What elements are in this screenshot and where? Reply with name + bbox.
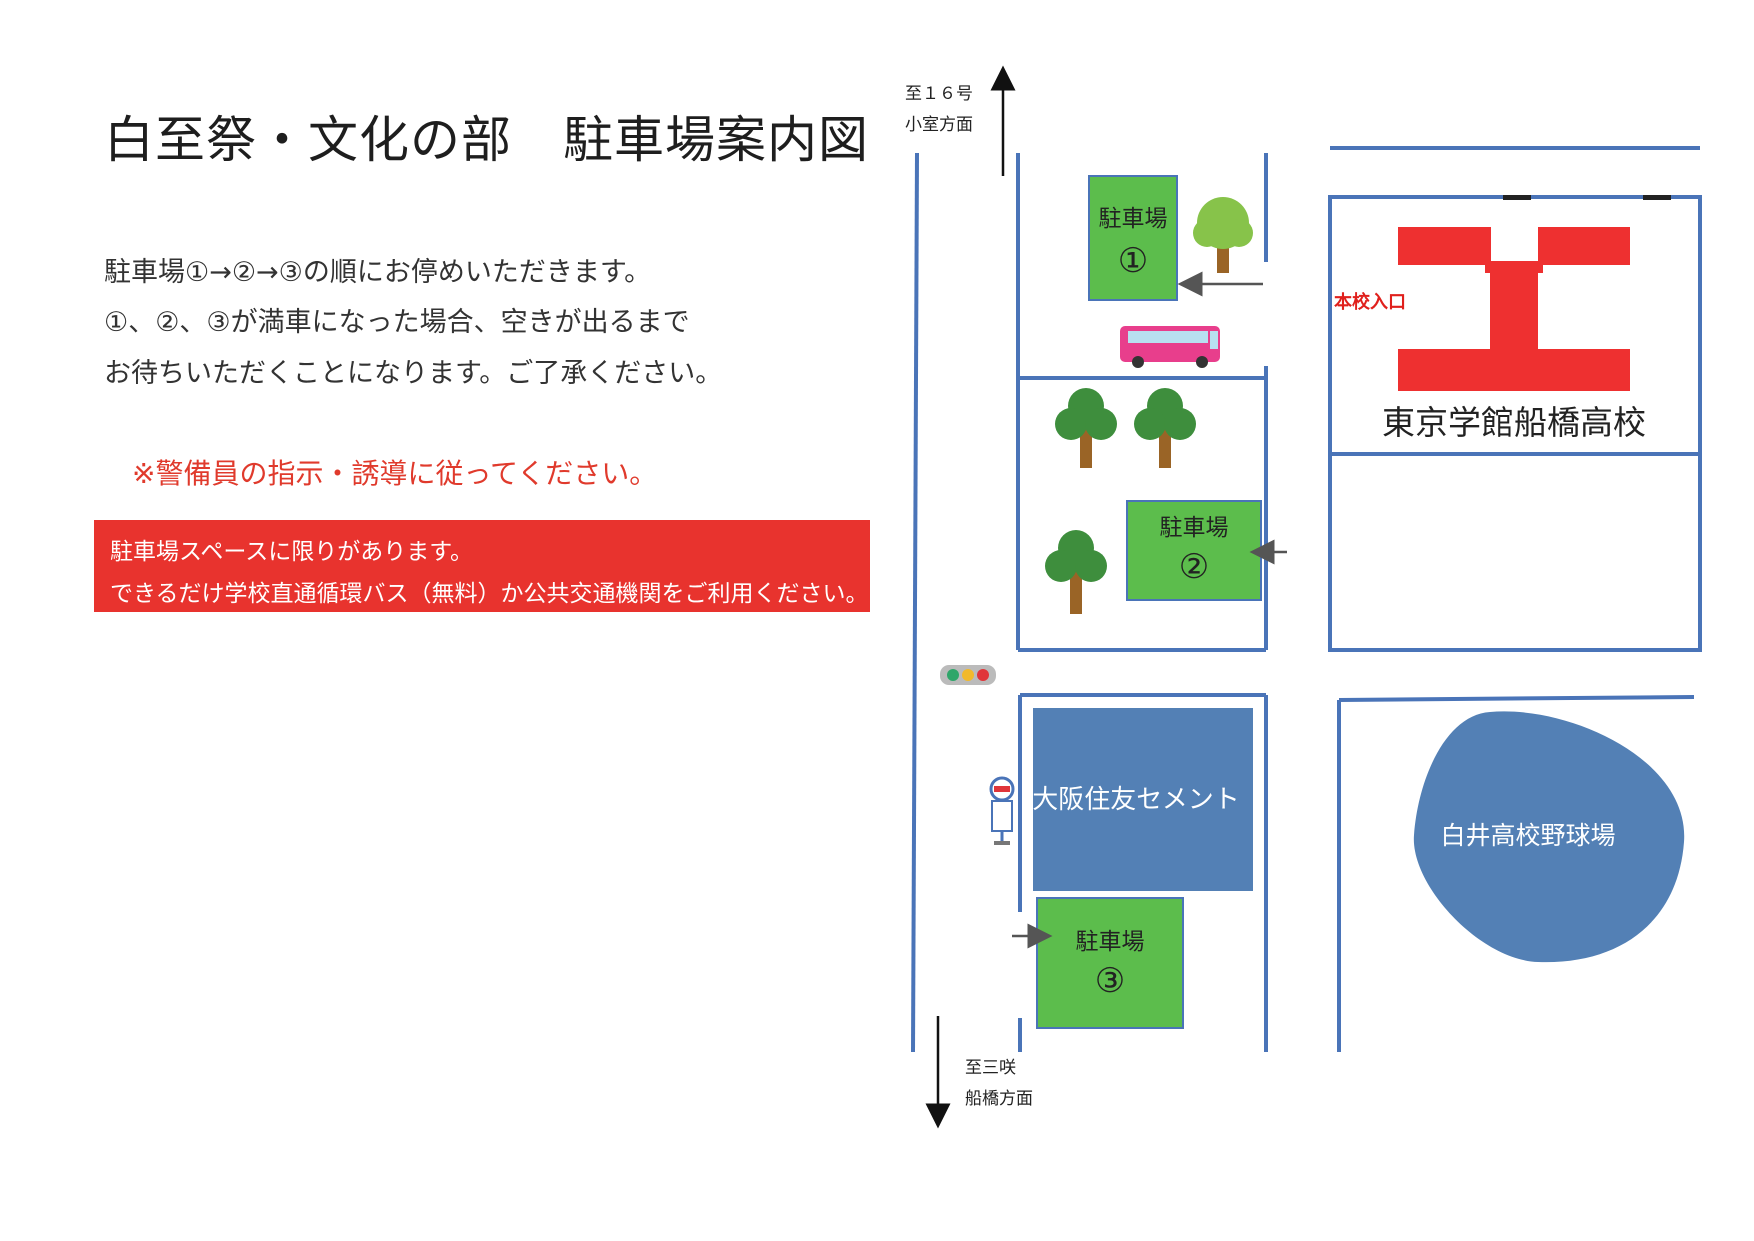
parking-1-number: ① xyxy=(1118,241,1148,281)
baseball-label: 白井高校野球場 xyxy=(1440,821,1615,850)
south-direction-2: 船橋方面 xyxy=(965,1089,1033,1109)
bus-icon xyxy=(1120,326,1220,368)
bus-stop-icon xyxy=(989,776,1015,845)
banner-line-1: 駐車場スペースに限りがあります。 xyxy=(110,539,473,565)
banner-line-2: できるだけ学校直通循環バス（無料）か公共交通機関をご利用ください。 xyxy=(110,581,869,607)
parking-2-number: ② xyxy=(1179,547,1209,587)
parking-lot-2: 駐車場 ② xyxy=(1126,500,1262,601)
notice-banner: 駐車場スペースに限りがあります。 できるだけ学校直通循環バス（無料）か公共交通機… xyxy=(94,520,870,612)
south-direction-1: 至三咲 xyxy=(965,1058,1016,1078)
gate-mark xyxy=(1643,195,1671,200)
parking-lot-1: 駐車場 ① xyxy=(1088,175,1178,301)
traffic-light-icon xyxy=(940,665,996,685)
parking-2-label: 駐車場 xyxy=(1160,515,1229,541)
north-direction-2: 小室方面 xyxy=(905,115,973,135)
tree-icon xyxy=(1045,530,1107,614)
cement-plant: 大阪住友セメント xyxy=(1032,708,1253,891)
tree-icon xyxy=(1055,388,1117,468)
instruction-line-2: ①、②、③が満車になった場合、空きが出るまで xyxy=(104,307,690,338)
tree-icon xyxy=(1193,197,1253,273)
tree-icon xyxy=(1134,388,1196,468)
school-building xyxy=(1398,227,1630,391)
page-title: 白至祭・文化の部 駐車場案内図 xyxy=(104,111,869,169)
road-lines xyxy=(911,146,1702,1053)
instruction-line-3: お待ちいただくことになります。ご了承ください。 xyxy=(104,358,723,389)
parking-1-label: 駐車場 xyxy=(1099,206,1168,232)
parking-3-number: ③ xyxy=(1095,961,1125,1001)
gate-mark xyxy=(1503,195,1531,200)
school-name: 東京学館船橋高校 xyxy=(1382,403,1646,442)
baseball-field: 白井高校野球場 xyxy=(1413,711,1685,963)
parking-lot-3: 駐車場 ③ xyxy=(1036,897,1184,1029)
guard-warning: ※警備員の指示・誘導に従ってください。 xyxy=(132,457,658,490)
instruction-line-1: 駐車場①→②→③の順にお停めいただきます。 xyxy=(104,257,652,288)
parking-3-label: 駐車場 xyxy=(1076,929,1145,955)
north-direction-1: 至１６号 xyxy=(905,84,973,104)
cement-label: 大阪住友セメント xyxy=(1032,785,1239,815)
school-entrance-label: 本校入口 xyxy=(1334,291,1406,313)
